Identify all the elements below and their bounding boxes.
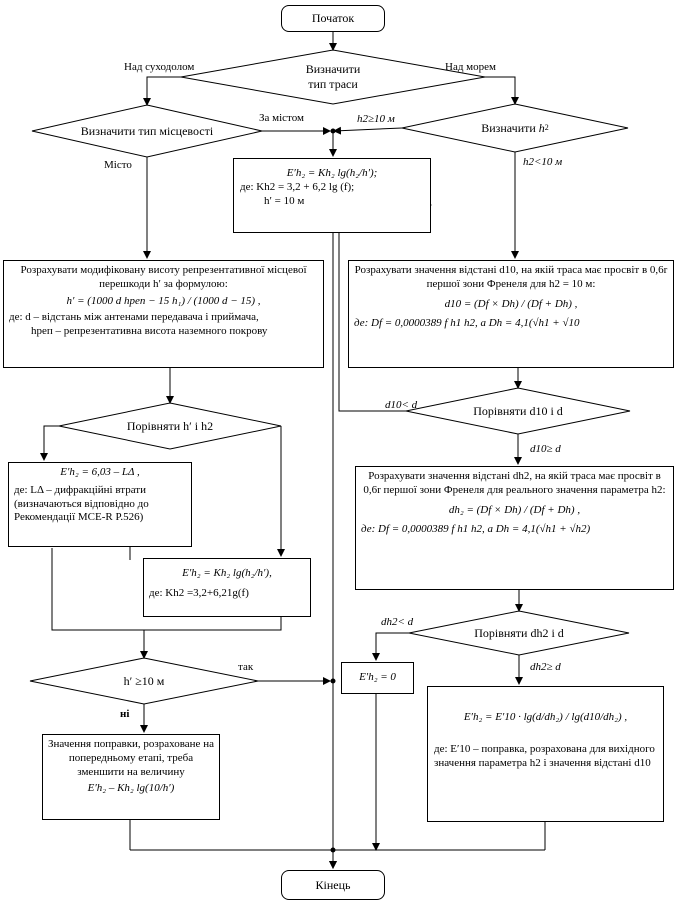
label-d10-ge-d: d10≥ d xyxy=(530,443,561,455)
label-no: ні xyxy=(120,708,130,720)
zero-box: E′h₂ = 0 xyxy=(341,662,414,694)
end-terminal: Кінець xyxy=(281,870,385,900)
zero-formula: E′h₂ = 0 xyxy=(359,671,396,684)
city-formula-3: h′ = 10 м xyxy=(264,194,305,207)
label-h2-lt-10: h2<10 м xyxy=(523,156,563,168)
label-dh2-lt-d: dh2< d xyxy=(381,616,414,628)
final-note: де: E′10 – поправка, розрахована для вих… xyxy=(434,742,655,769)
determine-h2-var: h xyxy=(538,120,545,135)
decision-path-type-text: Визначити тип траси xyxy=(271,62,395,92)
diffraction-note: де: LΔ – дифракційні втрати (визначаютьс… xyxy=(14,483,149,524)
city-formula-2: де: Kh2 = 3,2 + 6,2 lg (f); xyxy=(240,180,355,193)
dh2-title: Розрахувати значення відстані dh2, на як… xyxy=(363,470,666,496)
path-type-line1: Визначити xyxy=(305,62,361,76)
decision-h-ge-10-text: h′ ≥10 м xyxy=(123,673,165,688)
decision-compare-h-text: Порівняти h′ і h2 xyxy=(126,418,214,433)
junction-dot xyxy=(330,128,336,134)
determine-h2-prefix: Визначити xyxy=(481,120,536,135)
label-h2-ge-10: h2≥10 м xyxy=(357,113,395,125)
junction-dot xyxy=(330,847,336,853)
path-type-line2: тип траси xyxy=(308,77,358,91)
reduce-box: Значення поправки, розраховане на попере… xyxy=(42,734,220,820)
decision-compare-dh2-text: Порівняти dh2 і d xyxy=(474,625,564,640)
modified-height-formula: h′ = (1000 d hреп − 15 h₁) / (1000 d − 1… xyxy=(66,294,261,307)
reduce-text: Значення поправки, розраховане на попере… xyxy=(48,738,214,778)
city-formula-box: E′h₂ = Kh₂ lg(h₂/h′); де: Kh2 = 3,2 + 6,… xyxy=(233,158,431,233)
dh2-formula: dh₂ = (Df × Dh) / (Df + Dh) , xyxy=(448,503,581,516)
modified-height-box: Розрахувати модифіковану висоту репрезен… xyxy=(3,260,324,368)
determine-h2-sub: 2 xyxy=(544,123,549,132)
k-formula-box: E′h₂ = Kh₂ lg(h₂/h′), де: Kh2 =3,2+6,21g… xyxy=(143,558,311,617)
modified-height-note-1: де: d – відстань між антенами передавача… xyxy=(9,311,259,324)
d10-calc-box: Розрахувати значення відстані d10, на як… xyxy=(348,260,674,368)
label-outside-city: За містом xyxy=(259,112,304,124)
label-over-land: Над суходолом xyxy=(124,61,195,73)
label-city: Місто xyxy=(104,159,132,171)
modified-height-note-2: hреп – репрезентативна висота наземного … xyxy=(31,325,268,337)
decision-compare-d10-text: Порівняти d10 і d xyxy=(473,403,563,418)
d10-formula-2: де: Df = 0,0000389 f h1 h2, а Dh = 4,1(√… xyxy=(354,317,580,330)
d10-formula: d10 = (Df × Dh) / (Df + Dh) , xyxy=(444,297,578,310)
d10-title: Розрахувати значення відстані d10, на як… xyxy=(354,264,668,290)
reduce-formula: E′h₂ – Kh₂ lg(10/h′) xyxy=(87,782,175,795)
decision-path-type xyxy=(180,49,486,105)
label-dh2-ge-d: dh2≥ d xyxy=(530,661,561,673)
start-terminal: Початок xyxy=(281,5,385,32)
city-formula-1: E′h₂ = Kh₂ lg(h₂/h′); xyxy=(286,167,378,179)
decision-compare-h xyxy=(58,402,282,450)
diffraction-box: E′h₂ = 6,03 – LΔ , де: LΔ – дифракційні … xyxy=(8,462,192,547)
k-formula: E′h₂ = Kh₂ lg(h₂/h′), xyxy=(182,567,272,579)
final-formula-box: E′h₂ = E′10 · lg(d/dh₂) / lg(d10/dh₂) , … xyxy=(427,686,664,822)
decision-terrain-text: Визначити тип місцевості xyxy=(80,123,214,138)
diffraction-formula: E′h₂ = 6,03 – LΔ , xyxy=(60,466,140,478)
final-formula: E′h₂ = E′10 · lg(d/dh₂) / lg(d10/dh₂) , xyxy=(463,711,628,723)
dh2-calc-box: Розрахувати значення відстані dh2, на як… xyxy=(355,466,674,590)
label-d10-lt-d: d10< d xyxy=(385,399,418,411)
junction-dot xyxy=(330,678,336,684)
label-yes: так xyxy=(238,661,254,673)
label-over-sea: Над морем xyxy=(445,61,496,73)
k-note: де: Kh2 =3,2+6,21g(f) xyxy=(149,586,249,599)
dh2-formula-2: де: Df = 0,0000389 f h1 h2, а Dh = 4,1(√… xyxy=(361,523,591,536)
modified-height-title: Розрахувати модифіковану висоту репрезен… xyxy=(20,264,307,290)
